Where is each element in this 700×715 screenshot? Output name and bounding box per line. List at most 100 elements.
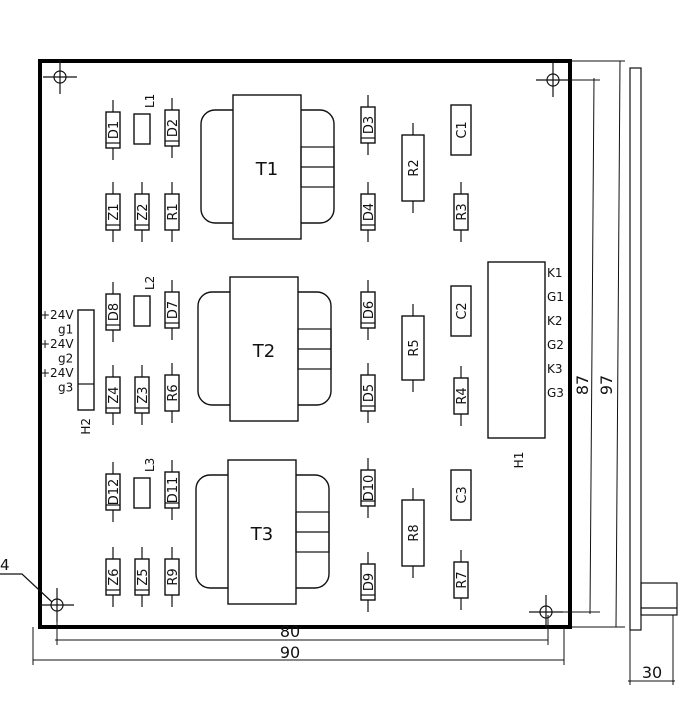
component-label: Z5 bbox=[136, 568, 151, 585]
component-d9: D9 bbox=[360, 552, 377, 612]
component-label: R6 bbox=[166, 384, 181, 401]
component-label: D3 bbox=[362, 116, 377, 134]
dim-outer-width: 90 bbox=[280, 643, 300, 662]
component-d11: D11 bbox=[164, 460, 181, 520]
inductor-label: L2 bbox=[143, 276, 157, 290]
mounting-hole-icon bbox=[43, 60, 77, 94]
component-label: D11 bbox=[166, 477, 181, 504]
component-label: R9 bbox=[166, 568, 181, 585]
component-z6: Z6 bbox=[105, 547, 122, 607]
h1-pin-label: G2 bbox=[547, 338, 564, 352]
inductor: L1 bbox=[133, 94, 157, 145]
dim-outer-height: 97 bbox=[597, 375, 616, 395]
component-label: Z6 bbox=[107, 568, 122, 585]
inductor-label: L1 bbox=[143, 94, 157, 108]
transformer-label: T1 bbox=[255, 159, 278, 180]
component-label: Z1 bbox=[107, 203, 122, 220]
dim-inner-width: 80 bbox=[280, 622, 300, 641]
component-d10: D10 bbox=[360, 458, 377, 518]
component-label: Z4 bbox=[107, 386, 122, 403]
component-r4: R4 bbox=[453, 366, 470, 426]
component-c1: C1 bbox=[450, 104, 472, 156]
component-label: D5 bbox=[362, 384, 377, 402]
component-label: D6 bbox=[362, 301, 377, 319]
component-z4: Z4 bbox=[105, 365, 122, 425]
component-label: D1 bbox=[107, 121, 122, 139]
component-d4: D4 bbox=[360, 182, 377, 242]
transformer-label: T2 bbox=[252, 341, 275, 362]
h1-pin-label: G1 bbox=[547, 290, 564, 304]
component-c2: C2 bbox=[450, 285, 472, 337]
h1-pin-label: K2 bbox=[547, 314, 563, 328]
board-outline bbox=[38, 59, 572, 629]
dim-depth: 30 bbox=[642, 663, 662, 682]
component-label: D10 bbox=[362, 475, 377, 502]
component-d3: D3 bbox=[360, 95, 377, 155]
component-label: D2 bbox=[166, 119, 181, 137]
h2-pin-label: +24V bbox=[40, 308, 74, 322]
component-d5: D5 bbox=[360, 363, 377, 423]
component-d2: D2 bbox=[164, 98, 181, 158]
component-r9: R9 bbox=[164, 547, 181, 607]
inductor: L3 bbox=[133, 458, 157, 509]
side-view bbox=[629, 67, 678, 631]
component-label: D7 bbox=[166, 301, 181, 319]
h1-pin-label: G3 bbox=[547, 386, 564, 400]
component-r5: R5 bbox=[401, 304, 425, 392]
component-d8: D8 bbox=[105, 282, 122, 342]
transformer: T3 bbox=[195, 459, 330, 605]
dim-inner-height: 87 bbox=[573, 375, 592, 395]
transformer: T1 bbox=[200, 94, 335, 240]
component-label: R2 bbox=[407, 159, 422, 176]
component-d6: D6 bbox=[360, 280, 377, 340]
h2-pin-label: g3 bbox=[58, 381, 73, 395]
component-z5: Z5 bbox=[134, 547, 151, 607]
component-r2: R2 bbox=[401, 123, 425, 213]
component-label: D4 bbox=[362, 203, 377, 221]
component-r7: R7 bbox=[453, 550, 470, 610]
component-label: R1 bbox=[166, 203, 181, 220]
hole-callout-label: 4 bbox=[0, 556, 10, 574]
component-r1: R1 bbox=[164, 182, 181, 242]
component-d7: D7 bbox=[164, 280, 181, 340]
connector-h1-label: H1 bbox=[512, 452, 526, 469]
component-label: C2 bbox=[455, 302, 470, 319]
component-d12: D12 bbox=[105, 462, 122, 522]
component-d1: D1 bbox=[105, 100, 122, 160]
transformer-label: T3 bbox=[250, 524, 273, 545]
h1-pin-label: K1 bbox=[547, 266, 563, 280]
component-label: R5 bbox=[407, 339, 422, 356]
component-label: C1 bbox=[455, 121, 470, 138]
h2-pin-label: +24V bbox=[40, 337, 74, 351]
component-label: C3 bbox=[455, 486, 470, 503]
inductor-label: L3 bbox=[143, 458, 157, 472]
transformer: T2 bbox=[197, 276, 332, 422]
component-label: R3 bbox=[455, 203, 470, 220]
component-z1: Z1 bbox=[105, 182, 122, 242]
h2-pin-label: g1 bbox=[58, 323, 73, 337]
h1-pin-label: K3 bbox=[547, 362, 563, 376]
component-r6: R6 bbox=[164, 363, 181, 423]
component-label: D8 bbox=[107, 303, 122, 321]
h2-pin-label: g2 bbox=[58, 352, 73, 366]
connector-h2-label: H2 bbox=[79, 418, 93, 435]
component-z2: Z2 bbox=[134, 182, 151, 242]
component-label: D12 bbox=[107, 479, 122, 506]
component-label: R7 bbox=[455, 571, 470, 588]
component-label: Z3 bbox=[136, 386, 151, 403]
component-r8: R8 bbox=[401, 488, 425, 578]
component-label: D9 bbox=[362, 573, 377, 591]
component-label: Z2 bbox=[136, 203, 151, 220]
inductor: L2 bbox=[133, 276, 157, 327]
dimension-lines bbox=[32, 60, 675, 685]
h2-pin-label: +24V bbox=[40, 366, 74, 380]
component-r3: R3 bbox=[453, 182, 470, 242]
hole-callout: 4 bbox=[0, 556, 53, 603]
component-c3: C3 bbox=[450, 469, 472, 521]
